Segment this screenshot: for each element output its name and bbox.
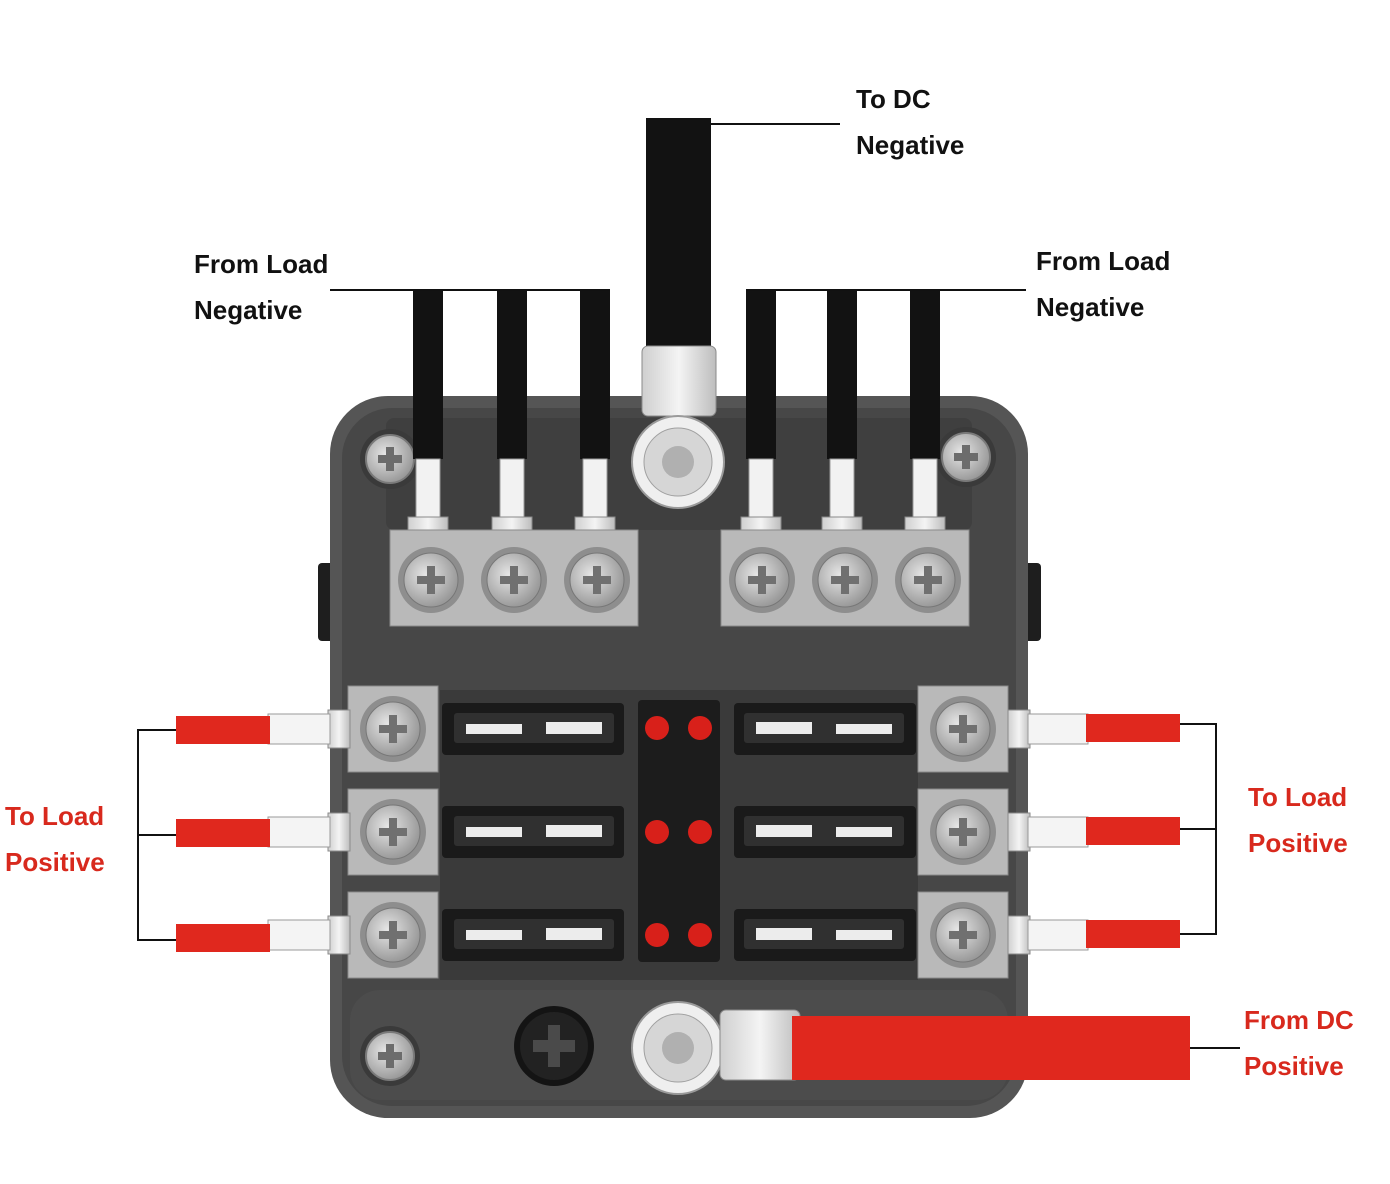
dc-negative-cable <box>631 118 725 509</box>
terminal-screw-icon <box>481 547 547 613</box>
recessed-screw-icon <box>514 1006 594 1086</box>
led-indicator <box>688 716 712 740</box>
led-indicator <box>688 923 712 947</box>
screw-icon <box>360 1026 420 1086</box>
blade-fuse <box>442 806 624 858</box>
blade-fuse <box>442 909 624 961</box>
terminal-screw-icon <box>360 696 426 762</box>
terminal-screw-icon <box>360 902 426 968</box>
negative-bus-bars <box>389 529 970 627</box>
terminal-screw-icon <box>930 799 996 865</box>
fuse-array <box>440 690 918 980</box>
terminal-screw-icon <box>930 696 996 762</box>
screw-icon <box>360 429 420 489</box>
screw-icon <box>936 427 996 487</box>
led-indicator <box>645 820 669 844</box>
led-indicator <box>645 716 669 740</box>
terminal-screw-icon <box>360 799 426 865</box>
label-from-load-negative-left: From Load Negative <box>194 249 329 325</box>
blade-fuse <box>734 909 916 961</box>
corner-screws <box>360 427 996 1086</box>
blade-fuse <box>442 703 624 755</box>
dc-positive-cable <box>631 1001 1190 1095</box>
label-to-load-positive-left: To Load Positive <box>5 801 105 877</box>
terminal-screw-icon <box>930 902 996 968</box>
label-from-dc-positive: From DC Positive <box>1244 1005 1354 1081</box>
terminal-screw-icon <box>812 547 878 613</box>
terminal-screw-icon <box>564 547 630 613</box>
terminal-screw-icon <box>398 547 464 613</box>
led-indicator <box>688 820 712 844</box>
blade-fuse <box>734 806 916 858</box>
load-positive-wires-right <box>1007 709 1180 955</box>
label-from-load-negative-right: From Load Negative <box>1036 246 1171 322</box>
load-negative-wires <box>407 289 946 536</box>
led-indicator <box>645 923 669 947</box>
label-to-load-positive-right: To Load Positive <box>1248 782 1348 858</box>
load-positive-wires-left <box>176 709 351 955</box>
terminal-screw-icon <box>729 547 795 613</box>
terminal-screw-icon <box>895 547 961 613</box>
blade-fuse <box>734 703 916 755</box>
leader-lines <box>137 123 1240 1049</box>
label-to-dc-negative: To DC Negative <box>856 84 965 160</box>
